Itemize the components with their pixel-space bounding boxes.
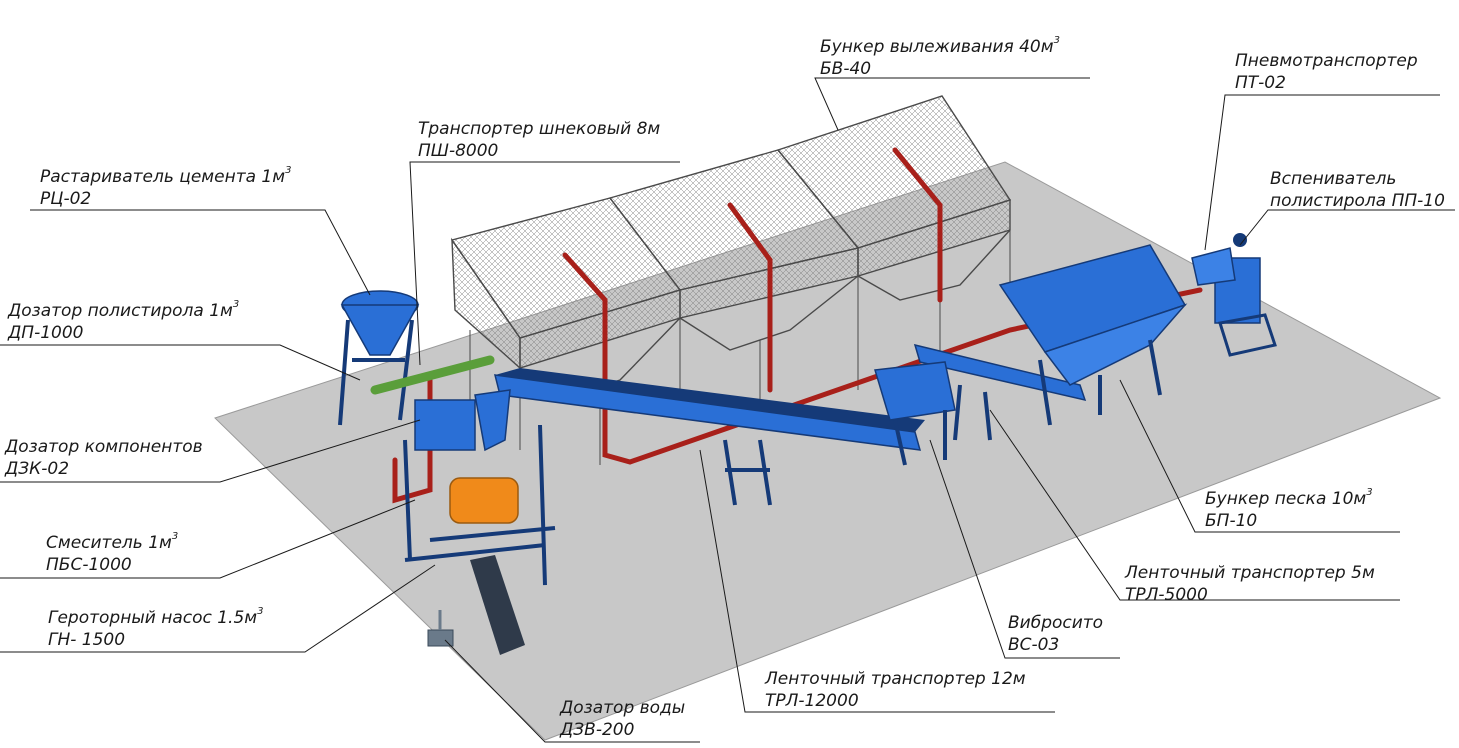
callout-title: Героторный насос 1.5м — [48, 608, 258, 628]
callout-title: Вспениватель — [1270, 169, 1397, 189]
callout-sup: 3 — [232, 299, 240, 310]
belt-conveyor-12m — [494, 368, 925, 506]
callout-sup: 3 — [257, 606, 264, 617]
callout-title: Пневмотранспортер — [1235, 51, 1418, 71]
callout-code: полистирола ПП-10 — [1270, 191, 1445, 211]
callout-sup: 3 — [1366, 487, 1373, 498]
callout-code: РЦ-02 — [40, 189, 92, 209]
foamer-unit — [1191, 233, 1277, 357]
callout-title: Дозатор полистирола 1м — [8, 301, 233, 321]
callout-aging-bunker: Бункер вылеживания 40м3 БВ-40 — [820, 35, 1060, 80]
callout-code: ДЗВ-200 — [560, 720, 635, 740]
callout-mixer: Смеситель 1м3 ПБС-1000 — [46, 531, 179, 576]
callout-title: Вибросито — [1008, 613, 1104, 633]
callout-vibro-sieve: Вибросито ВС-03 — [1008, 612, 1103, 656]
callout-polystyrene-doser: Дозатор полистирола 1м3 ДП-1000 — [8, 299, 240, 344]
vibro-sieve — [874, 361, 956, 466]
callout-sup: 3 — [1053, 35, 1060, 46]
callout-sup: 3 — [171, 531, 179, 542]
callout-title: Бункер вылеживания 40м — [820, 37, 1054, 57]
callout-code: ДП-1000 — [8, 323, 84, 343]
callout-title: Дозатор компонентов — [5, 437, 203, 457]
callout-gerotor-pump: Героторный насос 1.5м3 ГН- 1500 — [48, 606, 264, 651]
callout-belt-conveyor-12m: Ленточный транспортер 12м ТРЛ-12000 — [765, 668, 1026, 712]
callout-code: ТРЛ-12000 — [765, 691, 859, 711]
callout-code: ТРЛ-5000 — [1125, 585, 1208, 605]
callout-title: Ленточный транспортер 5м — [1125, 563, 1375, 583]
callout-sand-bunker: Бункер песка 10м3 БП-10 — [1205, 487, 1373, 532]
leader-lines — [0, 77, 1455, 743]
callout-title: Растариватель цемента 1м — [40, 167, 286, 187]
callout-code: ПТ-02 — [1235, 73, 1286, 93]
callout-title: Ленточный транспортер 12м — [765, 669, 1026, 689]
callout-code: ПБС-1000 — [46, 555, 132, 575]
callout-foamer: Вспениватель полистирола ПП-10 — [1270, 168, 1445, 212]
callout-sup: 3 — [285, 165, 292, 176]
callout-title: Транспортер шнековый 8м — [418, 119, 661, 139]
aging-bunkers — [450, 95, 1012, 465]
mixer-tower — [403, 389, 556, 655]
callout-cement-unloader: Растариватель цемента 1м3 РЦ-02 — [40, 165, 292, 210]
callout-code: ГН- 1500 — [48, 630, 126, 650]
callout-water-doser: Дозатор воды ДЗВ-200 — [560, 697, 685, 741]
callout-title: Дозатор воды — [560, 698, 686, 718]
callout-components-doser: Дозатор компонентов ДЗК-02 — [5, 436, 203, 480]
callout-title: Бункер песка 10м — [1205, 489, 1367, 509]
callout-code: ПШ-8000 — [418, 141, 499, 161]
callout-title: Смеситель 1м — [46, 533, 172, 553]
callout-code: БВ-40 — [820, 59, 872, 79]
callout-belt-conveyor-5m: Ленточный транспортер 5м ТРЛ-5000 — [1125, 562, 1375, 606]
sand-bunker — [998, 244, 1188, 426]
cement-unloader — [338, 290, 420, 426]
callout-code: ДЗК-02 — [5, 459, 70, 479]
callout-code: БП-10 — [1205, 511, 1258, 531]
callout-pneumo-transporter: Пневмотранспортер ПТ-02 — [1235, 50, 1418, 94]
callout-code: ВС-03 — [1008, 635, 1060, 655]
callout-screw-conveyor: Транспортер шнековый 8м ПШ-8000 — [418, 118, 660, 162]
screw-conveyor — [370, 355, 495, 395]
